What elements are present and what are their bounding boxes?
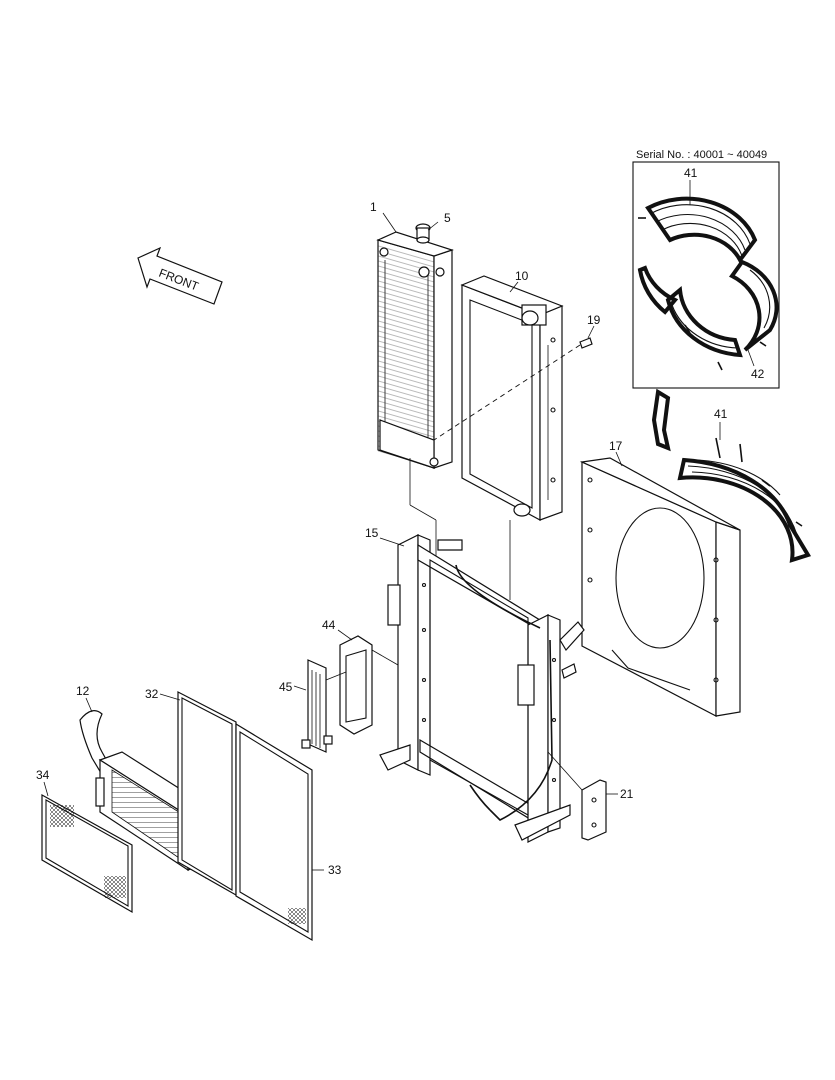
panel-part-33 bbox=[235, 722, 313, 942]
callout-34: 34 bbox=[36, 768, 50, 782]
callout-10: 10 bbox=[515, 269, 529, 283]
callout-41-inset: 41 bbox=[684, 166, 698, 180]
callout-1: 1 bbox=[370, 200, 377, 214]
serial-number-label: Serial No. : 40001 ~ 40049 bbox=[636, 149, 767, 161]
callout-19: 19 bbox=[587, 313, 601, 327]
radiator-part-1 bbox=[376, 231, 454, 471]
callout-45: 45 bbox=[279, 680, 293, 694]
front-direction-arrow: FRONT bbox=[137, 246, 223, 305]
callout-17: 17 bbox=[609, 439, 623, 453]
bolt-part-19 bbox=[579, 337, 593, 349]
radiator-cap-part-5 bbox=[415, 223, 431, 244]
fan-guard-inset bbox=[637, 196, 779, 371]
plate-part-44 bbox=[339, 635, 373, 735]
callout-labels: 1 5 10 19 41 42 41 17 15 44 45 12 32 34 … bbox=[36, 166, 765, 877]
callout-42: 42 bbox=[751, 367, 765, 381]
panel-part-32 bbox=[177, 691, 237, 897]
callout-12: 12 bbox=[76, 684, 90, 698]
bracket-part-21 bbox=[581, 779, 607, 841]
serial-inset-box: Serial No. : 40001 ~ 40049 bbox=[632, 149, 780, 389]
frame-part-15 bbox=[379, 534, 585, 843]
callout-21: 21 bbox=[620, 787, 634, 801]
callout-44: 44 bbox=[322, 618, 336, 632]
screen-part-34 bbox=[41, 793, 133, 914]
intercooler-part-10 bbox=[460, 275, 564, 522]
shroud-part-17 bbox=[579, 457, 741, 717]
callout-41: 41 bbox=[714, 407, 728, 421]
fan-guard-part-41 bbox=[651, 388, 812, 563]
callout-33: 33 bbox=[328, 863, 342, 877]
oil-cooler-part-45 bbox=[301, 659, 347, 753]
callout-15: 15 bbox=[365, 526, 379, 540]
callout-5: 5 bbox=[444, 211, 451, 225]
callout-32: 32 bbox=[145, 687, 159, 701]
